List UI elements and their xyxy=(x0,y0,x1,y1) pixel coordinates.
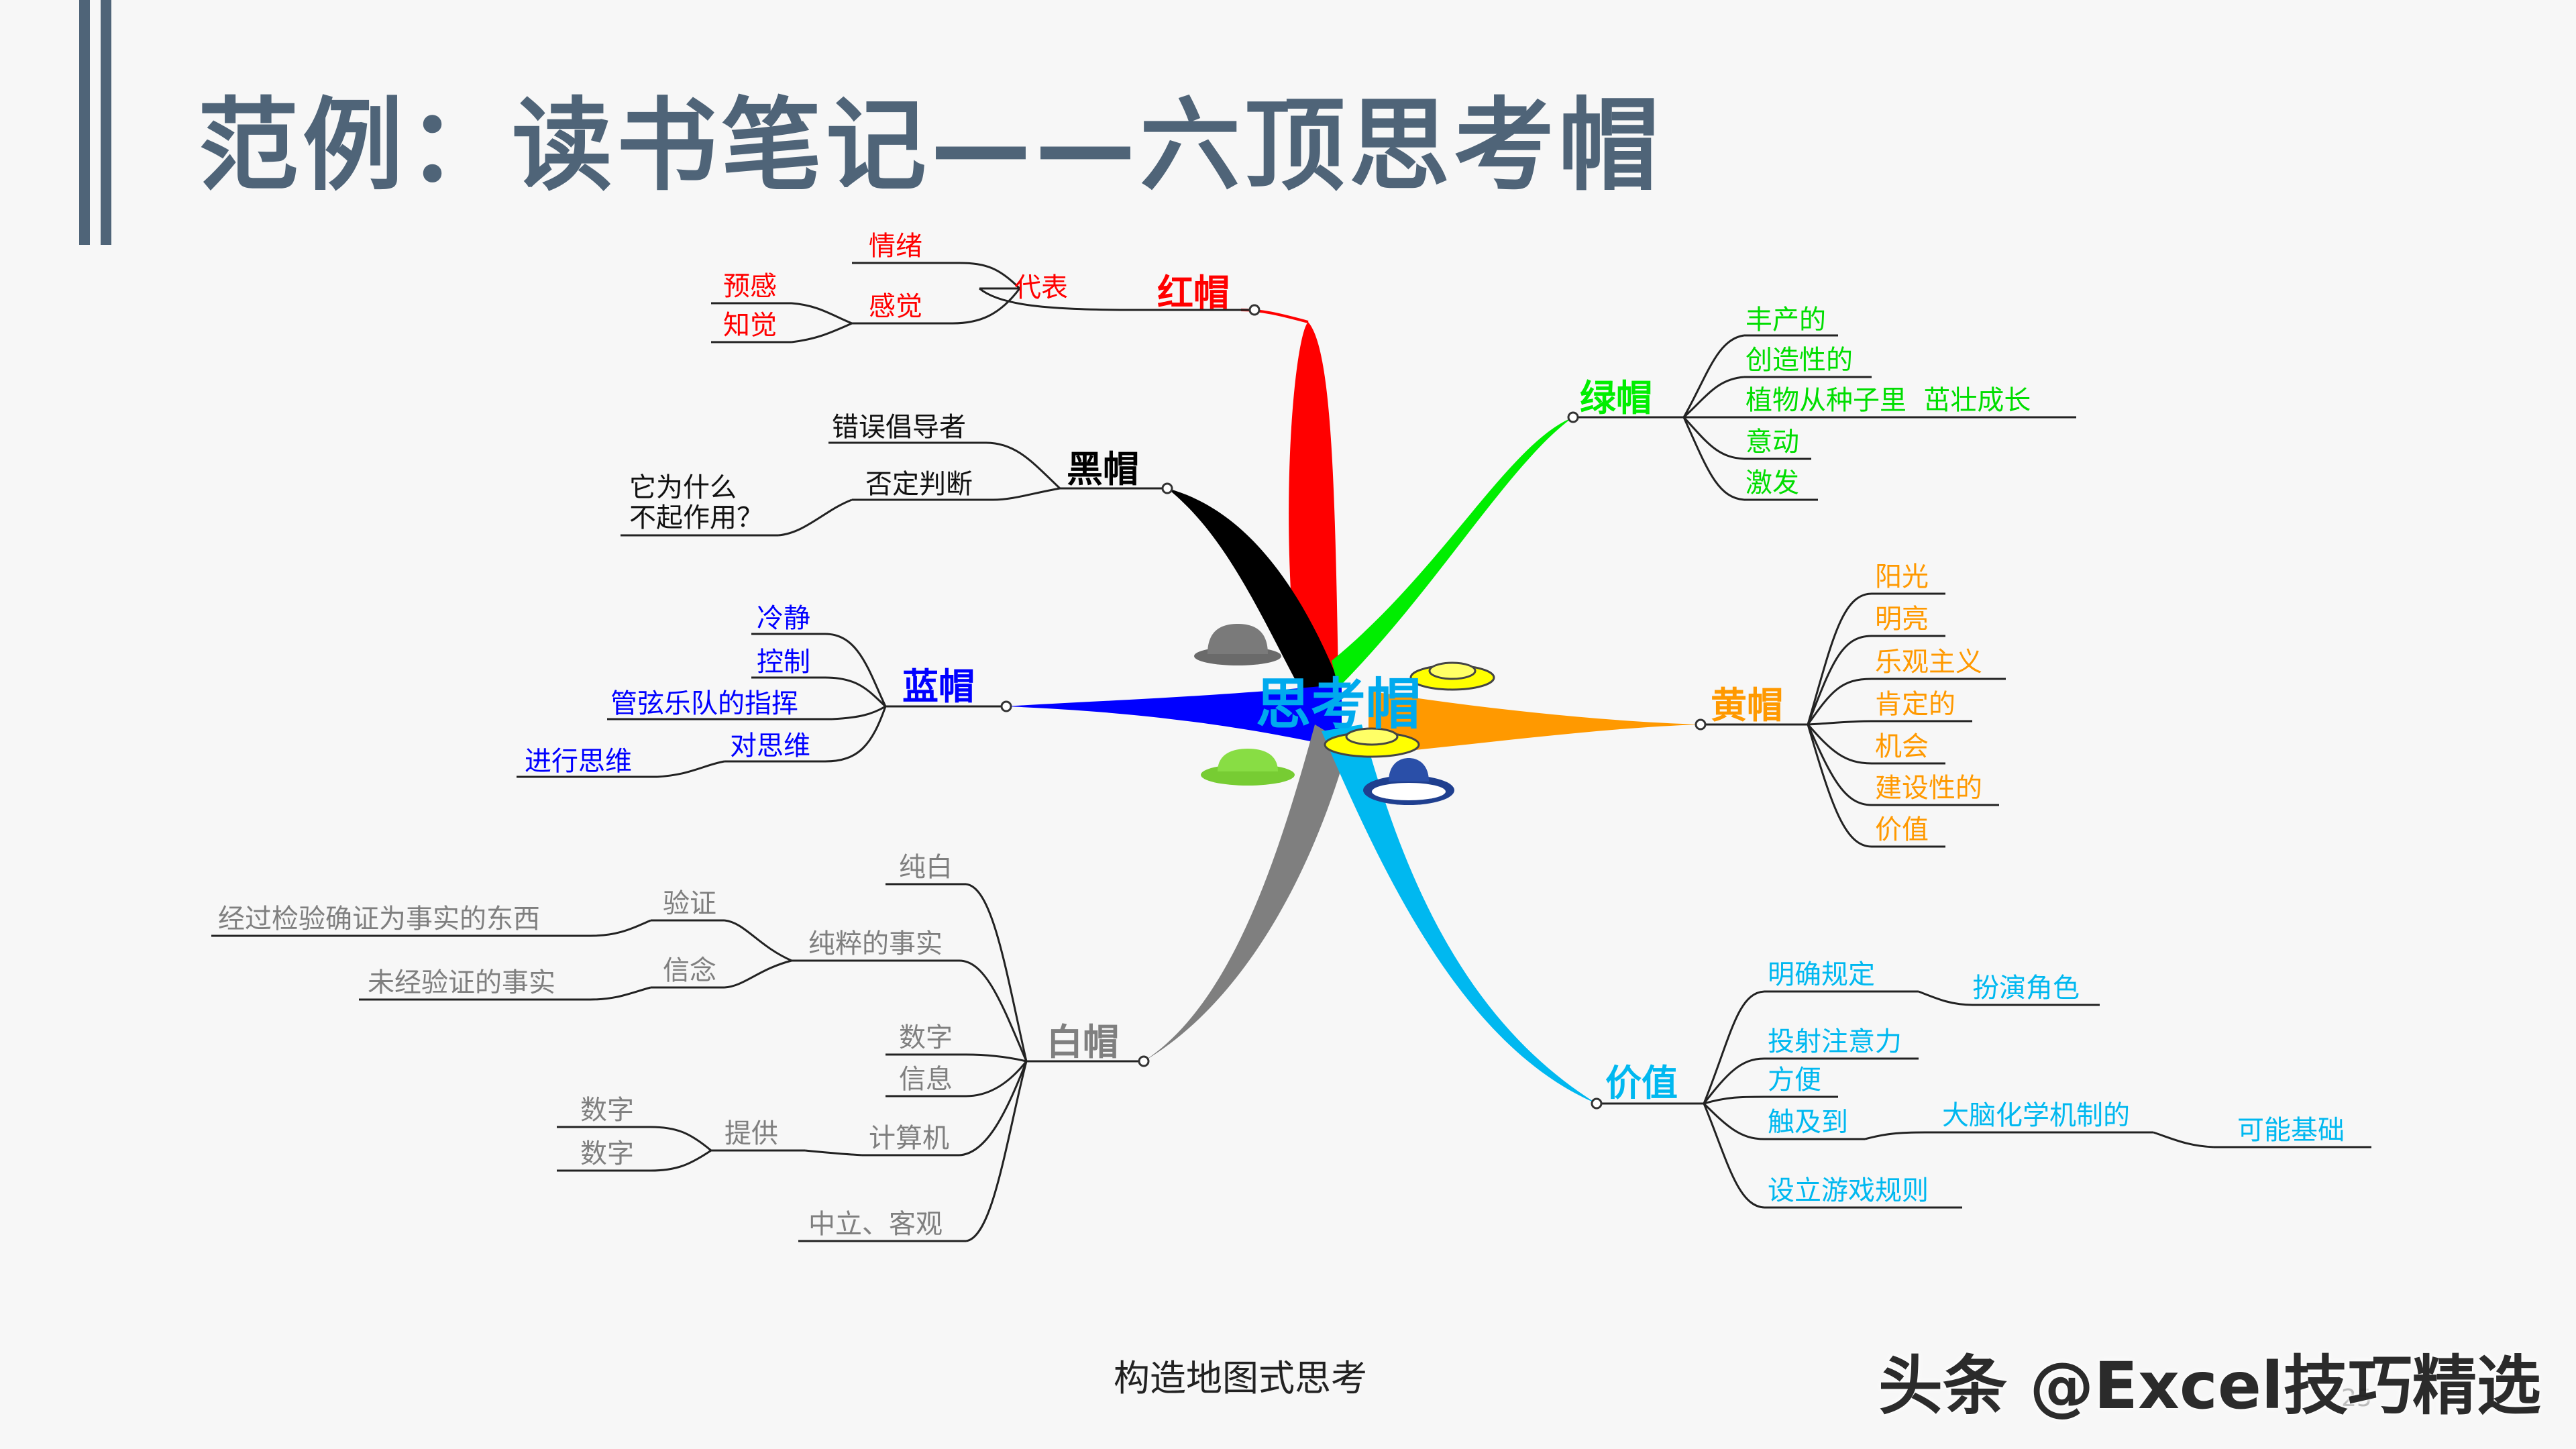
green-item-3: 意动 xyxy=(1746,427,1799,458)
red-perception: 知觉 xyxy=(723,310,777,341)
center-label: 思考帽 xyxy=(1256,673,1421,737)
green-hat-label: 绿帽 xyxy=(1580,377,1652,419)
hat-yellow-top-icon xyxy=(1409,661,1495,691)
value-hat-label: 价值 xyxy=(1605,1062,1678,1104)
white-digit-a: 数字 xyxy=(580,1095,634,1126)
yellow-item-0: 阳光 xyxy=(1875,561,1929,592)
red-represent: 代表 xyxy=(1014,272,1068,303)
white-digits: 数字 xyxy=(899,1022,953,1053)
blue-item-0: 冷静 xyxy=(757,603,810,634)
hat-green-icon xyxy=(1201,749,1295,786)
black-negative-judgment: 否定判断 xyxy=(865,469,973,500)
value-role: 扮演角色 xyxy=(1972,973,2080,1004)
red-feeling: 感觉 xyxy=(869,291,922,322)
branch-black xyxy=(621,441,1167,537)
yellow-item-6: 价值 xyxy=(1875,814,1929,845)
branch-red xyxy=(711,262,1309,343)
value-game-rules: 设立游戏规则 xyxy=(1768,1175,1929,1206)
branch-blue xyxy=(517,633,1006,778)
white-pure-fact: 纯粹的事实 xyxy=(808,928,943,959)
red-premonition: 预感 xyxy=(723,271,777,302)
branch-wedges xyxy=(1006,322,1701,1104)
black-hat-label: 黑帽 xyxy=(1067,448,1139,490)
green-item-1: 创造性的 xyxy=(1746,345,1853,376)
yellow-hat-label: 黄帽 xyxy=(1711,684,1783,727)
blue-hat-label: 蓝帽 xyxy=(902,665,975,708)
hat-navy-icon xyxy=(1363,758,1454,805)
red-hat-label: 红帽 xyxy=(1157,272,1230,314)
watermark: 头条 @Excel技巧精选 xyxy=(1878,1348,2541,1424)
wedge-red xyxy=(1289,322,1338,678)
blue-item-2: 管弦乐队的指挥 xyxy=(610,688,798,719)
black-why-line2: 不起作用？ xyxy=(629,502,763,533)
value-brain: 大脑化学机制的 xyxy=(1942,1100,2130,1131)
white-pure-white: 纯白 xyxy=(899,852,953,883)
black-why-line1: 它为什么 xyxy=(629,472,737,503)
yellow-item-2: 乐观主义 xyxy=(1875,647,1982,678)
black-devil-advocate: 错误倡导者 xyxy=(832,412,966,443)
wedge-orange xyxy=(1368,691,1701,755)
wedge-black xyxy=(1167,488,1338,698)
accent-bar-left xyxy=(79,0,90,245)
white-provide: 提供 xyxy=(724,1118,778,1149)
white-verify: 验证 xyxy=(663,888,716,919)
white-computer: 计算机 xyxy=(869,1123,949,1154)
branch-green xyxy=(1573,334,2076,501)
node-dots xyxy=(1000,304,1707,1110)
white-info: 信息 xyxy=(899,1064,953,1095)
hat-yellow-bottom-icon xyxy=(1324,727,1420,758)
branch-yellow xyxy=(1701,592,2006,848)
value-rules: 明确规定 xyxy=(1768,959,1875,990)
blue-item-1: 控制 xyxy=(757,647,810,678)
branch-value xyxy=(1597,990,2371,1209)
wedge-green xyxy=(1332,417,1573,688)
wedge-cyan xyxy=(1322,724,1597,1104)
hat-icons xyxy=(1194,624,1495,805)
white-digit-b: 数字 xyxy=(580,1138,634,1169)
green-item-2: 植物从种子里 茁壮成长 xyxy=(1746,385,2031,416)
value-attention: 投射注意力 xyxy=(1768,1026,1902,1057)
wedge-gray xyxy=(1144,724,1348,1061)
red-emotion: 情绪 xyxy=(869,231,922,262)
white-hat-label: 白帽 xyxy=(1046,1021,1119,1063)
value-convenient: 方便 xyxy=(1768,1065,1821,1095)
yellow-item-1: 明亮 xyxy=(1875,604,1929,635)
diagram-caption: 构造地图式思考 xyxy=(1114,1357,1367,1399)
green-item-0: 丰产的 xyxy=(1746,305,1826,335)
accent-bar-right xyxy=(101,0,111,245)
blue-item-3: 对思维 xyxy=(730,731,810,761)
yellow-item-5: 建设性的 xyxy=(1875,773,1982,804)
value-basis: 可能基础 xyxy=(2237,1115,2345,1146)
yellow-item-4: 机会 xyxy=(1875,731,1929,762)
white-belief: 信念 xyxy=(663,955,716,986)
white-verified-desc: 经过检验确证为事实的东西 xyxy=(218,904,540,934)
hat-gray-icon xyxy=(1194,624,1281,665)
wedge-blue xyxy=(1006,684,1342,748)
page-number: 25 xyxy=(2341,1385,2372,1412)
green-item-4: 激发 xyxy=(1746,468,1799,498)
white-unverified-desc: 未经验证的事实 xyxy=(368,967,555,998)
yellow-item-3: 肯定的 xyxy=(1875,689,1955,720)
branch-white xyxy=(211,883,1144,1242)
white-neutral: 中立、客观 xyxy=(808,1209,943,1240)
value-reach: 触及到 xyxy=(1768,1107,1848,1138)
slide-title: 范例：读书笔记——六顶思考帽 xyxy=(198,88,1664,205)
blue-sub-item: 进行思维 xyxy=(525,746,632,777)
